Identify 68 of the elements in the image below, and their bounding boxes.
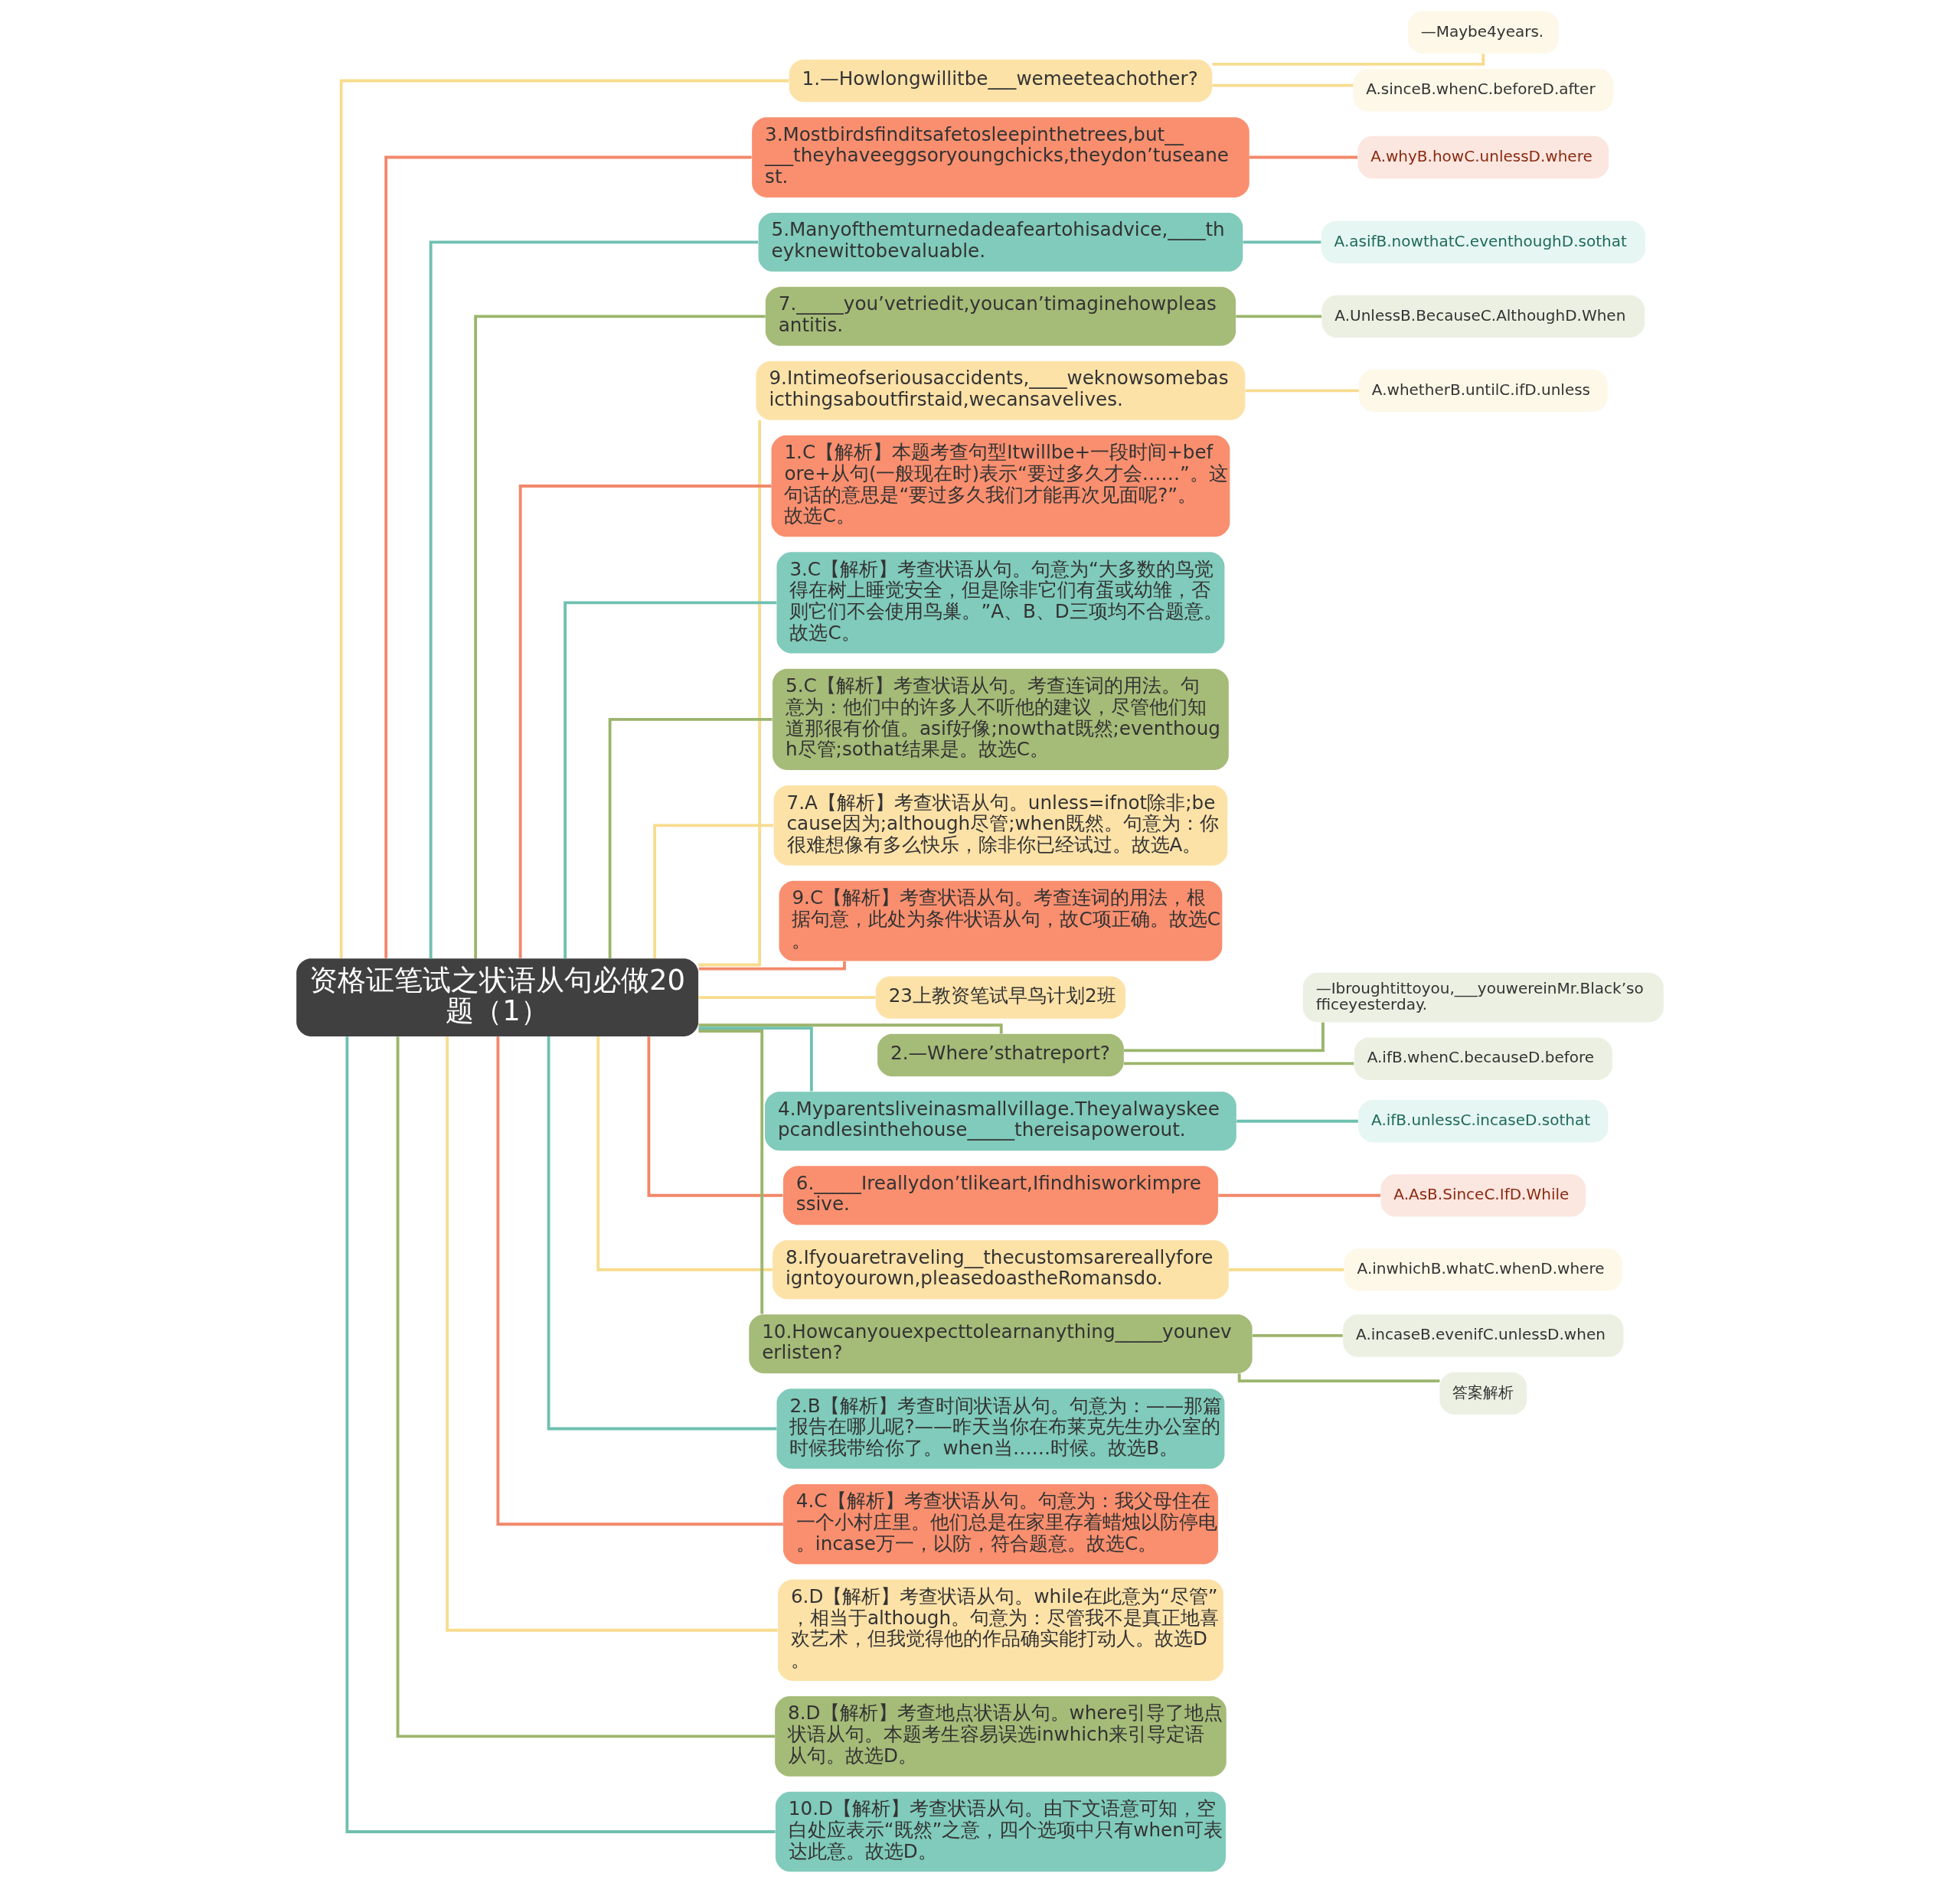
connector (698, 961, 846, 971)
connector (339, 79, 789, 958)
node-box: 7._____you’vetriedit,youcan’timaginehowpleasantitis. (765, 286, 1236, 346)
connector (1212, 83, 1354, 87)
connector (596, 1036, 773, 1271)
connector (698, 1026, 813, 1092)
connector (396, 1036, 776, 1738)
connector (547, 1036, 777, 1431)
node-box: 1.C【解析】本题考查句型Itwillbe+一段时间+before+从句(一般现在时)表示“要过多久才会……”。这句话的意思是“要过多久我们才能再次见面呢?”。故选C。 (771, 435, 1230, 537)
node-box: 2.B【解析】考查时间状语从句。句意为：——那篇报告在哪儿呢?——昨天当你在布莱克先生办公室的时候我带给你了。when当……时候。故选B。 (776, 1389, 1225, 1469)
node-box: A.ifB.unlessC.incaseD.sothat (1358, 1100, 1609, 1143)
node-box: 3.C【解析】考查状语从句。句意为“大多数的鸟觉得在树上睡觉安全，但是除非它们有蛋或幼雏，否则它们不会使用鸟巢。”A、B、D三项均不合题意。故选C。 (776, 552, 1225, 654)
connector (1236, 315, 1322, 318)
node-box: —Ibroughtittoyou,___youwereinMr.Black’sofficeyesterday. (1302, 972, 1664, 1023)
connector (1253, 1334, 1343, 1337)
connector (1245, 389, 1359, 393)
node-box: 6.D【解析】考查状语从句。while在此意为“尽管”，相当于although。句意为：尽管我不是真正地喜欢艺术，但我觉得他的作品确实能打动人。故选D。 (778, 1579, 1223, 1681)
node-box: —Maybe4years. (1407, 11, 1559, 54)
connector (1212, 54, 1485, 66)
connector (1249, 155, 1358, 159)
node-box: 1.—Howlongwillitbe___wemeeteachother? (789, 59, 1213, 103)
connector (518, 485, 772, 958)
connector (698, 1030, 764, 1314)
node-box: 资格证笔试之状语从句必做20题（1） (296, 958, 699, 1036)
node-box: 10.Howcanyouexpecttolearnanything_____youneverlisten? (749, 1314, 1253, 1374)
node-box: 23上教资笔试早鸟计划2班 (875, 976, 1126, 1019)
connector (1243, 240, 1321, 244)
node-box: 8.Ifyouaretraveling__thecustomsarereallyforeigntoyourown,pleasedoastheRomansdo. (773, 1240, 1229, 1300)
connector (1237, 1373, 1440, 1383)
connector (474, 315, 766, 959)
connector (1218, 1193, 1381, 1197)
node-box: 8.D【解析】考查地点状语从句。where引导了地点状语从句。本题考生容易误选inwhich来引导定语从句。故选D。 (775, 1696, 1227, 1777)
node-box: A.inwhichB.whatC.whenD.where (1344, 1248, 1622, 1291)
connector (1229, 1268, 1344, 1271)
node-box: 6._____Ireallydon’tlikeart,Ifindhisworkimpressive. (782, 1166, 1218, 1225)
connector (564, 601, 777, 959)
node-box: A.UnlessB.BecauseC.AlthoughD.When (1321, 295, 1645, 338)
connector (608, 717, 773, 959)
node-box: 答案解析 (1439, 1372, 1527, 1415)
connector (1236, 1119, 1358, 1123)
connector (1124, 1062, 1354, 1066)
node-box: A.whyB.howC.unlessD.where (1357, 135, 1609, 179)
node-box: A.ifB.whenC.becauseD.before (1354, 1037, 1612, 1080)
connector (698, 420, 762, 967)
node-box: 7.A【解析】考查状语从句。unless=ifnot除非;because因为;although尽管;when既然。句意为：你很难想像有多么快乐，除非你已经试过。故选A。 (773, 785, 1228, 866)
node-box: 10.D【解析】考查状语从句。由下文语意可知，空白处应表示“既然”之意，四个选项中只有when可表达此意。故选D。 (775, 1791, 1226, 1872)
node-box: 3.Mostbirdsfinditsafetosleepinthetrees,but_____theyhaveeggsoryoungchicks,theydon’tuseanest. (752, 117, 1250, 197)
connector (496, 1036, 783, 1526)
node-box: 5.C【解析】考查状语从句。考查连词的用法。句意为：他们中的许多人不听他的建议，尽管他们知道那很有价值。asif好像;nowthat既然;eventhough尽管;sothat结果是。故选C。 (773, 668, 1229, 770)
connector (384, 155, 752, 958)
node-box: 9.C【解析】考查状语从句。考查连词的用法，根据句意，此处为条件状语从句，故C项正确。故选C。 (779, 880, 1223, 961)
connector (429, 240, 759, 959)
node-box: A.AsB.SinceC.IfD.While (1380, 1174, 1586, 1217)
node-box: A.incaseB.evenifC.unlessD.when (1343, 1314, 1624, 1357)
node-box: 4.C【解析】考查状语从句。句意为：我父母住在一个小村庄里。他们总是在家里存着蜡烛以防停电。incase万一，以防，符合题意。故选C。 (782, 1483, 1218, 1565)
node-box: 9.Intimeofseriousaccidents,____weknowsomebasicthingsaboutfirstaid,wecansavelives. (756, 361, 1246, 420)
connector (698, 996, 876, 1000)
node-box: 4.Myparentsliveinasmallvillage.Theyalwayskeepcandlesinthehouse_____thereisapowerout. (765, 1092, 1236, 1151)
node-box: A.sinceB.whenC.beforeD.after (1353, 69, 1614, 112)
node-box: 2.—Where’sthatreport? (877, 1033, 1124, 1077)
connector (1123, 1022, 1325, 1052)
node-box: A.asifB.nowthatC.eventhoughD.sothat (1321, 220, 1645, 264)
connector (647, 1036, 783, 1197)
connector (345, 1036, 776, 1833)
connector (446, 1036, 778, 1632)
node-box: 5.Manyofthemturnedadeafeartohisadvice,____theyknewittobevaluable. (758, 212, 1243, 272)
node-box: A.whetherB.untilC.ifD.unless (1358, 369, 1608, 413)
connector (653, 824, 773, 959)
